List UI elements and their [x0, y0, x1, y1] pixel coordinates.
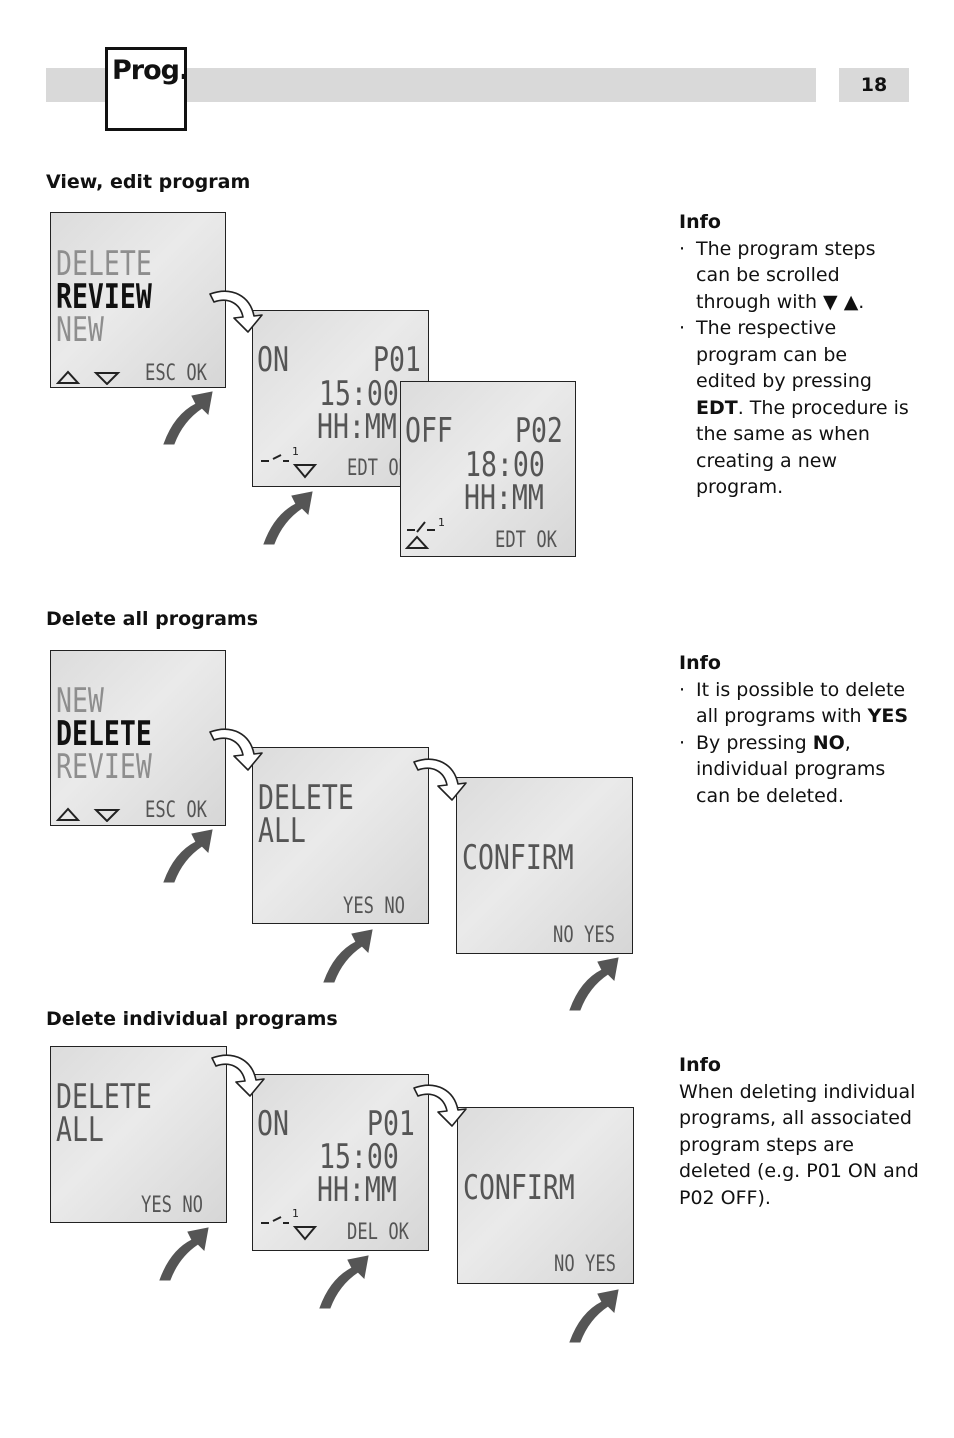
info-box-delete-individual: Info When deleting individual programs, … [679, 1052, 919, 1211]
lcd-screen-menu: NEW DELETE REVIEW ESC OK [50, 650, 226, 826]
switch-channel-icon: 1 [261, 1209, 318, 1241]
info-heading: Info [679, 211, 721, 233]
chapter-tab: Prog. [105, 47, 189, 131]
lcd-line: ALL [258, 811, 306, 851]
info-bullet: The respective program can be edited by … [679, 315, 909, 501]
section-heading-delete-individual: Delete individual programs [46, 1008, 338, 1030]
lcd-line: ALL [56, 1110, 104, 1150]
press-button-arrow-icon [319, 1255, 369, 1309]
flow-arrow-icon [413, 1084, 467, 1127]
page-number: 18 [839, 68, 909, 102]
lcd-screen-program: ON P01 15:00 HH:MM 1 DEL OK [252, 1074, 429, 1251]
lcd-format: HH:MM [317, 407, 397, 447]
info-bullet: It is possible to delete all programs wi… [679, 677, 914, 730]
svg-text:1: 1 [292, 447, 299, 458]
svg-text:1: 1 [438, 516, 445, 529]
info-heading: Info [679, 652, 721, 674]
lcd-line-selected: REVIEW [56, 277, 152, 317]
press-button-arrow-icon [163, 391, 213, 445]
lcd-program: P01 [367, 1104, 415, 1144]
lcd-softkeys: YES NO [141, 1193, 203, 1218]
lcd-program: P02 [515, 411, 563, 451]
svg-text:1: 1 [292, 1209, 299, 1220]
lcd-softkeys: NO YES [554, 1252, 616, 1277]
up-down-arrows-icon [56, 807, 121, 822]
lcd-line: DELETE [258, 778, 354, 818]
lcd-screen-menu: DELETE REVIEW NEW ESC OK [50, 212, 226, 388]
lcd-line: DELETE [56, 1077, 152, 1117]
lcd-screen-delete-all: DELETE ALL YES NO [252, 747, 429, 924]
info-text: When deleting individual programs, all a… [679, 1080, 919, 1209]
lcd-line: REVIEW [56, 747, 152, 787]
lcd-state: ON [257, 340, 289, 380]
lcd-softkeys: ESC OK [145, 798, 207, 823]
info-box-delete-all: Info It is possible to delete all progra… [679, 650, 914, 809]
switch-channel-icon: 1 [405, 516, 445, 549]
up-down-arrows-icon [56, 370, 121, 385]
lcd-softkeys: NO YES [553, 923, 615, 948]
chapter-title: Prog. [112, 55, 189, 86]
lcd-line: NEW [56, 681, 104, 721]
switch-channel-icon: 1 [261, 447, 318, 479]
lcd-screen-confirm: CONFIRM NO YES [457, 1107, 634, 1284]
info-box-view-edit: Info The program steps can be scrolled t… [679, 209, 909, 501]
flow-arrow-icon [209, 728, 263, 771]
lcd-time: 18:00 [465, 445, 545, 485]
info-bullet: By pressing NO, individual programs can … [679, 730, 914, 810]
flow-arrow-icon [413, 758, 467, 801]
lcd-softkeys: DEL OK [347, 1220, 409, 1245]
flow-arrow-icon [211, 1054, 265, 1097]
lcd-state: OFF [405, 411, 453, 451]
press-button-arrow-icon [263, 491, 313, 545]
lcd-state: ON [257, 1104, 289, 1144]
lcd-softkeys: YES NO [343, 894, 405, 919]
section-heading-view-edit: View, edit program [46, 171, 251, 193]
section-heading-delete-all: Delete all programs [46, 608, 259, 630]
lcd-line: DELETE [56, 244, 152, 284]
press-button-arrow-icon [323, 929, 373, 983]
press-button-arrow-icon [163, 829, 213, 883]
info-bullet: The program steps can be scrolled throug… [679, 236, 909, 316]
lcd-screen-program: OFF P02 18:00 HH:MM 1 EDT OK [400, 381, 576, 557]
lcd-format: HH:MM [464, 478, 544, 518]
lcd-screen-delete-all: DELETE ALL YES NO [50, 1046, 227, 1223]
lcd-line: NEW [56, 310, 104, 350]
press-button-arrow-icon [569, 1289, 619, 1343]
lcd-line: CONFIRM [463, 1168, 575, 1208]
lcd-screen-confirm: CONFIRM NO YES [456, 777, 633, 954]
press-button-arrow-icon [569, 957, 619, 1011]
lcd-line-selected: DELETE [56, 714, 152, 754]
lcd-softkeys: EDT OK [495, 528, 557, 553]
lcd-time: 15:00 [319, 1137, 399, 1177]
lcd-time: 15:00 [319, 374, 399, 414]
flow-arrow-icon [209, 290, 263, 333]
lcd-line: CONFIRM [462, 838, 574, 878]
info-heading: Info [679, 1054, 721, 1076]
press-button-arrow-icon [159, 1227, 209, 1281]
lcd-program: P01 [373, 340, 421, 380]
lcd-format: HH:MM [317, 1170, 397, 1210]
lcd-softkeys: ESC OK [145, 361, 207, 386]
